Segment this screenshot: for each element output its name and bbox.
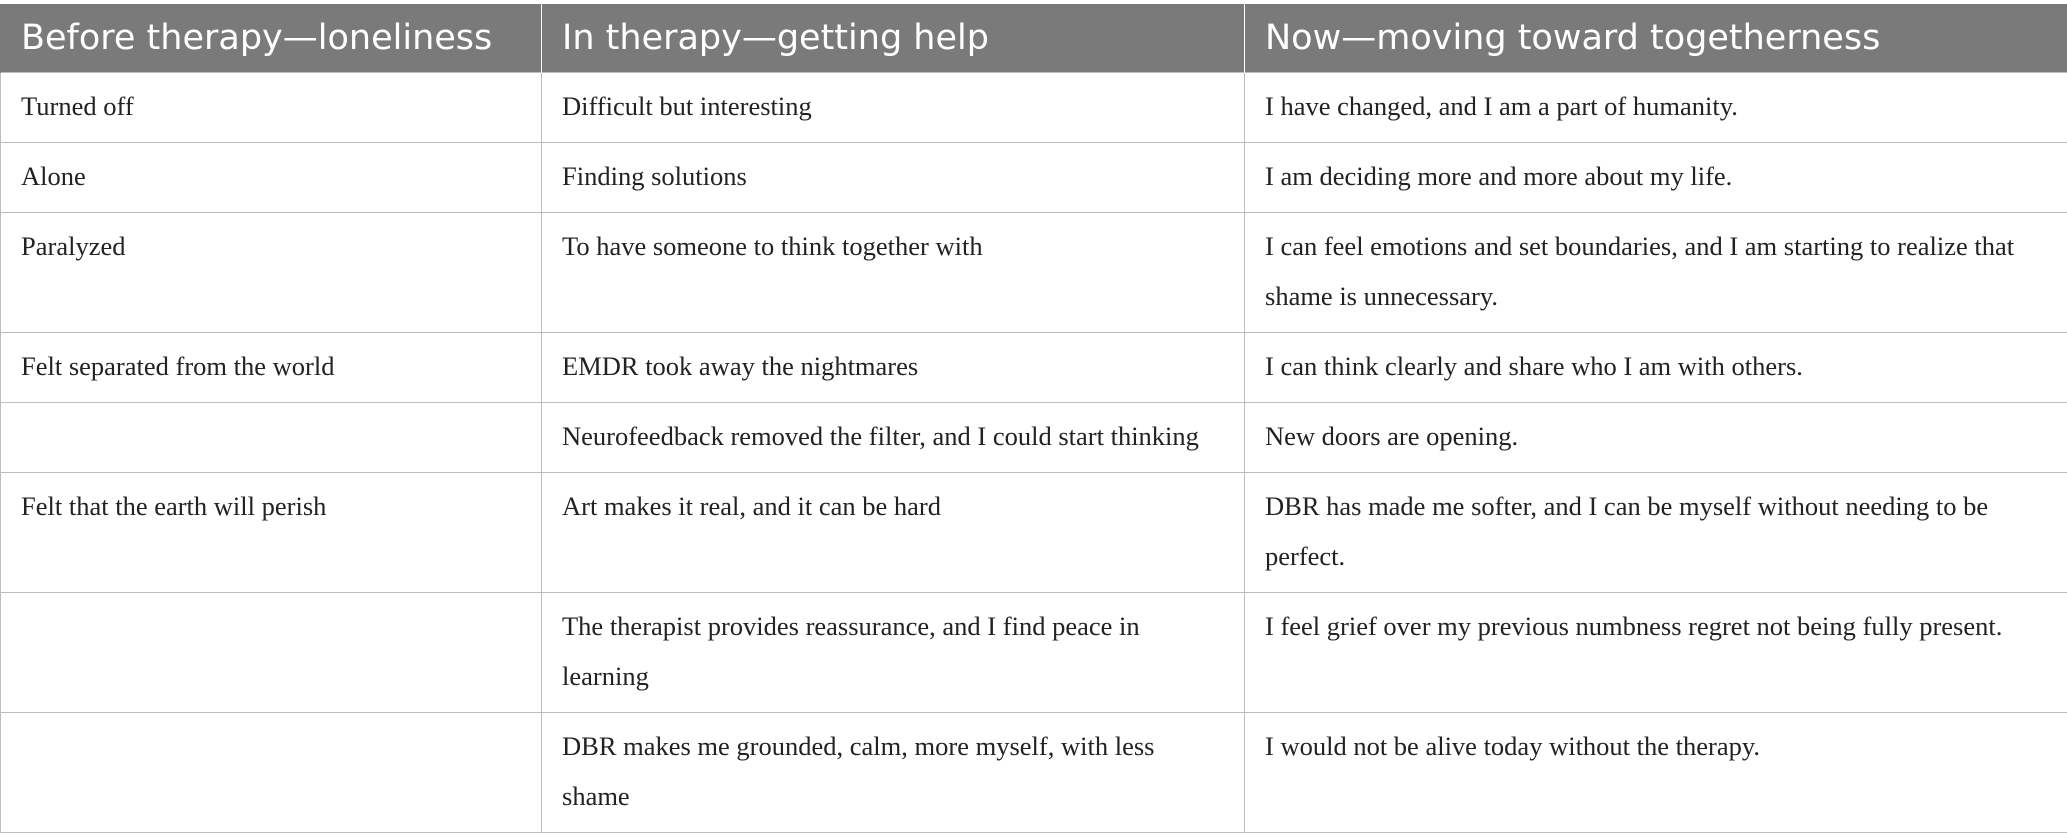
table-body: Turned off Difficult but interesting I h… <box>1 72 2067 832</box>
cell-now: DBR has made me softer, and I can be mys… <box>1245 472 2067 592</box>
cell-in-therapy: The therapist provides reassurance, and … <box>542 592 1245 712</box>
cell-before <box>1 402 542 472</box>
cell-in-therapy: Neurofeedback removed the filter, and I … <box>542 402 1245 472</box>
cell-before: Felt separated from the world <box>1 332 542 402</box>
cell-before <box>1 712 542 832</box>
cell-in-therapy: To have someone to think together with <box>542 212 1245 332</box>
therapy-table: Before therapy—loneliness In therapy—get… <box>0 4 2067 833</box>
cell-now: I would not be alive today without the t… <box>1245 712 2067 832</box>
table-header: Before therapy—loneliness In therapy—get… <box>1 4 2067 72</box>
header-row: Before therapy—loneliness In therapy—get… <box>1 4 2067 72</box>
table-row: Turned off Difficult but interesting I h… <box>1 72 2067 142</box>
cell-now: I can feel emotions and set boundaries, … <box>1245 212 2067 332</box>
cell-now: I have changed, and I am a part of human… <box>1245 72 2067 142</box>
table-row: Paralyzed To have someone to think toget… <box>1 212 2067 332</box>
table-row: Felt that the earth will perish Art make… <box>1 472 2067 592</box>
cell-in-therapy: DBR makes me grounded, calm, more myself… <box>542 712 1245 832</box>
table-row: Neurofeedback removed the filter, and I … <box>1 402 2067 472</box>
header-now: Now—moving toward togetherness <box>1245 4 2067 72</box>
cell-in-therapy: Difficult but interesting <box>542 72 1245 142</box>
cell-now: I feel grief over my previous numbness r… <box>1245 592 2067 712</box>
cell-in-therapy: Art makes it real, and it can be hard <box>542 472 1245 592</box>
table-row: Alone Finding solutions I am deciding mo… <box>1 142 2067 212</box>
cell-now: I can think clearly and share who I am w… <box>1245 332 2067 402</box>
cell-in-therapy: Finding solutions <box>542 142 1245 212</box>
table-row: The therapist provides reassurance, and … <box>1 592 2067 712</box>
table-row: Felt separated from the world EMDR took … <box>1 332 2067 402</box>
therapy-table-container: Before therapy—loneliness In therapy—get… <box>0 4 2067 833</box>
cell-before: Felt that the earth will perish <box>1 472 542 592</box>
cell-before: Alone <box>1 142 542 212</box>
cell-now: New doors are opening. <box>1245 402 2067 472</box>
cell-now: I am deciding more and more about my lif… <box>1245 142 2067 212</box>
cell-before <box>1 592 542 712</box>
cell-before: Paralyzed <box>1 212 542 332</box>
header-in-therapy: In therapy—getting help <box>542 4 1245 72</box>
cell-in-therapy: EMDR took away the nightmares <box>542 332 1245 402</box>
header-before-therapy: Before therapy—loneliness <box>1 4 542 72</box>
table-row: DBR makes me grounded, calm, more myself… <box>1 712 2067 832</box>
cell-before: Turned off <box>1 72 542 142</box>
